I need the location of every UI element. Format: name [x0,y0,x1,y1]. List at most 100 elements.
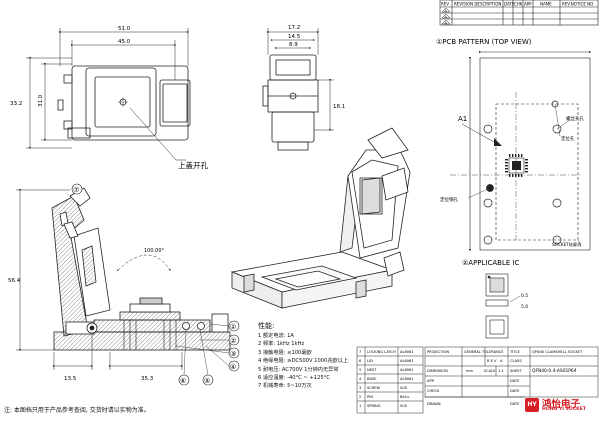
dim-width-outer: 51.0 [118,26,131,32]
rev-col-chk: CHK [514,2,523,7]
svg-text:AL6061: AL6061 [400,377,414,381]
svg-text:②: ② [230,337,236,345]
rev-col-revnotice: REV.NOTICE NO. [562,2,594,7]
specs-title: 性能: [258,322,275,330]
svg-text:DATE: DATE [510,389,520,393]
leader-locating-1 [556,119,571,130]
svg-text:QFN40 CLAMSHELL SOCKET: QFN40 CLAMSHELL SOCKET [532,350,583,354]
ic-top [485,273,509,297]
svg-text:AL6061: AL6061 [400,350,414,354]
svg-text:LOCKING LATCH: LOCKING LATCH [367,350,396,354]
pcb-ic-pads [505,154,528,177]
svg-text:TITLE: TITLE [509,350,520,354]
rev-col-date: DATE [504,2,515,7]
spec-line: 5 耐电压: AC700V 1分钟内无异常 [258,366,339,373]
company-logo: HY 鸿怡电子 HONG YI SOCKET [525,397,597,415]
svg-text:1: 1 [359,404,361,408]
leader-pitch [509,295,521,303]
svg-text:mm: mm [466,369,474,373]
svg-text:PIN: PIN [367,395,373,399]
svg-text:7: 7 [359,350,361,354]
svg-text:④: ④ [230,363,236,371]
svg-text:2: 2 [359,395,361,399]
rev-col-description: REVISION DESCRIPTION [454,2,501,7]
dim-width-inner: 45.0 [118,39,131,45]
spec-line: 7 机械寿命: 5~10万次 [258,383,312,390]
svg-text:AL6061: AL6061 [400,368,414,372]
top-view [57,65,191,141]
svg-text:R E V: R E V [487,359,497,363]
bom-table [356,346,424,414]
svg-text:NEST: NEST [367,368,377,372]
title-block-text: PROJECTION GENERAL TOLERANCE R E V A TIT… [427,350,583,393]
ic-size: 5.0 [521,304,528,310]
rev-triangle-3: A [441,19,451,25]
balloon-6: ⑥ [178,374,190,386]
svg-text:5: 5 [359,368,361,372]
svg-text:DIMENSION: DIMENSION [427,369,448,373]
callout-socket-outline: SOCKET轮廓线 [552,241,582,248]
svg-text:GENERAL TOLERANCE: GENERAL TOLERANCE [464,350,504,354]
rotation-arc [116,254,171,272]
side-view-dimensions [267,28,334,131]
ic-side [485,299,509,339]
balloon-5: ⑤ [202,374,214,386]
callout-locating-hole-2: 定位孔 [561,135,575,142]
svg-text:CHECK: CHECK [427,389,440,393]
logo-name-cn: 鸿怡电子 [542,399,581,410]
dim-section-width-left: 13.5 [64,376,77,382]
svg-text:DATE: DATE [510,379,520,383]
leader-locating-pin [467,187,491,199]
dim-side-d3: 8.9 [289,42,298,48]
svg-text:SPRING: SPRING [367,404,381,408]
pin1-marker [494,138,502,146]
svg-text:QFN40-0.4-AS01P64: QFN40-0.4-AS01P64 [532,368,577,374]
footer-note: 注: 本图档只用于产品参考查阅, 交货时请以实物为准。 [4,407,150,414]
rev-col-name: NAME [540,2,552,7]
dim-side-height: 18.1 [333,104,345,110]
balloon-leaders [175,323,230,376]
svg-text:SHEET: SHEET [510,369,523,373]
spec-line: 3 接触电阻: ≤100毫欧 [258,349,312,356]
svg-text:A: A [445,15,448,19]
svg-text:⑥: ⑥ [180,377,186,385]
balloon-4: ④ [228,360,240,372]
dim-side-d2: 14.5 [288,34,301,40]
spec-line: 2 频率: 1kHz 1kHz [258,341,305,348]
spec-line: 4 绝缘电阻: ≥DC500V 1000兆欧以上 [258,358,349,365]
svg-text:1:1: 1:1 [498,369,504,373]
spec-line: 1 额定电流: 1A [258,333,294,339]
logo-name-en: HONG YI SOCKET [542,407,587,412]
leader-outline [577,239,581,245]
side-view [262,54,319,151]
leader-lid-hole [129,107,177,161]
dim-height-inner: 31.0 [38,94,44,107]
svg-text:⑤: ⑤ [204,377,210,385]
iso-view [230,127,411,309]
leader-locating-2 [554,103,561,137]
rev-triangle-1: A [441,7,451,13]
top-view-dimensions [26,28,189,149]
dim-side-d1: 17.2 [288,25,300,31]
logo-mark-icon: HY [525,398,539,412]
performance-specs: 性能: 1 额定电流: 1A 2 频率: 1kHz 1kHz 3 接触电阻: ≤… [258,322,378,391]
svg-text:CLASS: CLASS [510,359,522,363]
rev-col-rev: REV [441,2,449,7]
balloon-2: ② [228,334,240,346]
svg-text:⑦: ⑦ [73,186,79,194]
section-view [51,187,231,351]
dim-height-outer: 33.2 [10,101,22,107]
section-dimensions [16,189,183,370]
pcb-pattern [450,50,592,252]
balloon-1: ① [228,320,240,332]
pcb-a1-label: A1 [458,115,467,123]
callout-locating-hole-1: 螺丝孔孔 [566,115,584,122]
title-block-design: DRAWN [427,402,441,406]
svg-text:SCREW: SCREW [367,386,381,390]
svg-text:A: A [445,21,448,25]
svg-text:SCALE: SCALE [484,369,496,373]
svg-text:BeCu: BeCu [400,395,409,399]
rotation-angle: 100.00° [144,248,164,254]
callout-locating-pin: 定位销孔 [440,196,458,203]
